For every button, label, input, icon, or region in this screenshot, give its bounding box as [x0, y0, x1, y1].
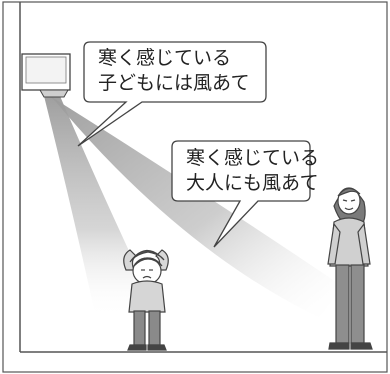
bubble-child-line1: 寒く感じている — [98, 47, 232, 69]
bubble-child-line2: 子どもには風あて — [98, 72, 250, 94]
air-conditioner-icon — [21, 53, 71, 98]
child-figure — [123, 249, 169, 351]
speech-bubble-child — [77, 41, 267, 147]
bubble-adult-line1: 寒く感じている — [186, 147, 320, 169]
bubble-child-text: 寒く感じている 子どもには風あて — [98, 46, 250, 96]
speech-bubble-adult — [171, 140, 311, 248]
airflow-to-adult — [50, 96, 342, 318]
bubble-adult-line2: 大人にも風あて — [186, 172, 319, 194]
bubble-adult-text: 寒く感じている 大人にも風あて — [186, 146, 319, 196]
adult-figure — [327, 187, 373, 350]
